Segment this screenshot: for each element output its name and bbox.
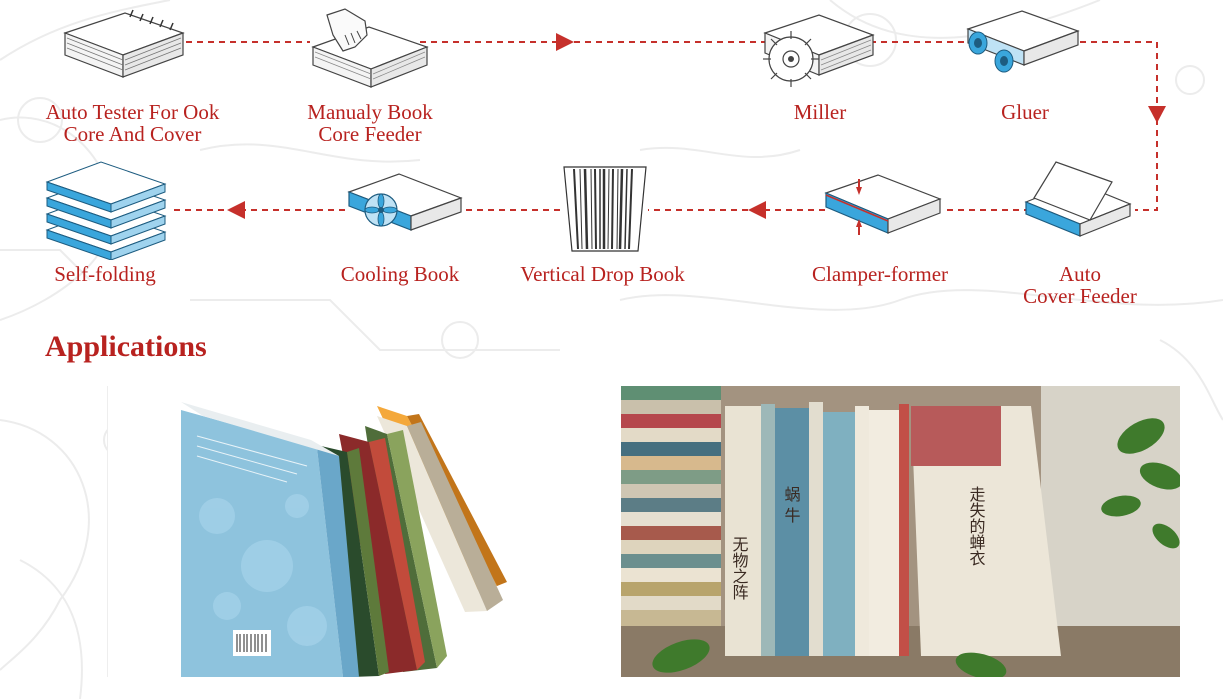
book-title-2: 蜗 牛 (782, 486, 801, 523)
vertical-drop-illustration (560, 163, 650, 255)
book-title-1: 无物之阵 (730, 536, 749, 600)
gluer-illustration (958, 5, 1083, 85)
flow-line-gluer-to-cover-feeder (1080, 41, 1158, 211)
station-label-gluer: Gluer (1001, 100, 1049, 124)
book-title-3: 走失的蝉衣 (967, 486, 986, 566)
arrow-left-icon (227, 201, 245, 219)
station-label-manual-feeder: Manualy Book Core Feeder (307, 100, 433, 146)
photo-bookshelf: 无物之阵 蜗 牛 走失的蝉衣 (621, 386, 1180, 677)
manual-feeder-illustration (305, 5, 435, 95)
auto-cover-feeder-illustration (1020, 158, 1140, 243)
clamper-former-illustration (822, 165, 947, 245)
arrow-down-icon (1148, 106, 1166, 123)
station-label-auto-cover-feeder: Auto Cover Feeder (1023, 262, 1137, 308)
station-label-miller: Miller (793, 100, 847, 124)
photo-hardcover-books (107, 386, 577, 677)
self-folding-illustration (45, 160, 170, 261)
cooling-book-illustration (345, 168, 465, 243)
miller-illustration (755, 5, 880, 95)
station-label-cooling-book: Cooling Book (340, 262, 460, 286)
station-label-self-folding: Self-folding (54, 262, 156, 286)
station-label-auto-tester: Auto Tester For Ook Core And Cover (45, 100, 220, 146)
station-label-vertical-drop: Vertical Drop Book (520, 262, 685, 286)
station-label-clamper-former: Clamper-former (811, 262, 949, 286)
arrow-left-icon (748, 201, 766, 219)
auto-tester-illustration (55, 5, 190, 95)
applications-heading: Applications (45, 330, 207, 363)
arrow-right-icon (556, 33, 574, 51)
